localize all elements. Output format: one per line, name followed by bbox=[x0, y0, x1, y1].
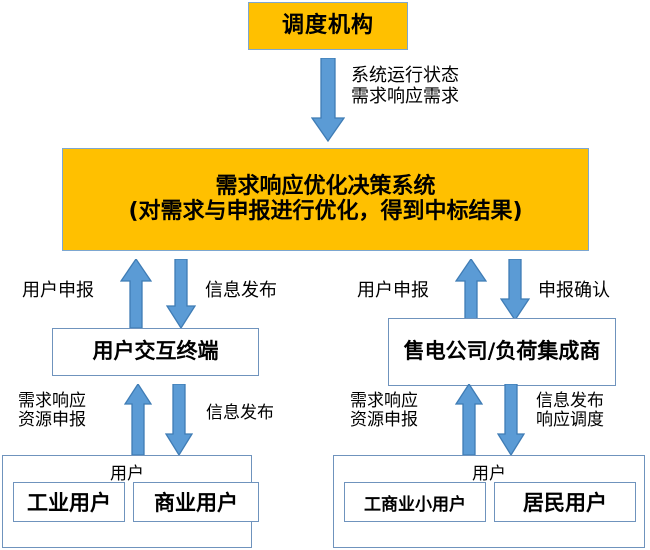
node-retailer-load-aggregator[interactable]: 售电公司/负荷集成商 bbox=[388, 318, 616, 386]
node-dr-optimization-system-line2: (对需求与申报进行优化，得到中标结果) bbox=[128, 198, 523, 224]
node-industrial-users-label: 工业用户 bbox=[27, 491, 111, 515]
arrow-terminal-to-usersL bbox=[165, 384, 193, 456]
node-dispatch-agency[interactable]: 调度机构 bbox=[248, 2, 408, 50]
edge-label-system-to-terminal: 信息发布 bbox=[205, 280, 277, 301]
edge-label-retailer-to-usersR: 信息发布 响应调度 bbox=[536, 391, 604, 431]
node-small-commercial-industrial-users[interactable]: 工商业小用户 bbox=[344, 482, 486, 522]
group-users-left[interactable]: 用户 工业用户 商业用户 bbox=[2, 455, 259, 548]
edge-label-usersR-to-retailer: 需求响应 资源申报 bbox=[350, 391, 418, 431]
node-small-commercial-industrial-users-label: 工商业小用户 bbox=[364, 494, 466, 515]
node-residential-users-label: 居民用户 bbox=[523, 491, 607, 515]
group-users-right-title: 用户 bbox=[472, 464, 506, 484]
arrow-usersR-to-retailer bbox=[455, 384, 483, 456]
edge-label-retailer-to-system: 用户申报 bbox=[357, 280, 429, 301]
edge-label-usersL-to-terminal: 需求响应 资源申报 bbox=[18, 391, 86, 431]
edge-label-terminal-to-usersL: 信息发布 bbox=[206, 403, 274, 423]
arrow-system-to-terminal bbox=[166, 259, 196, 329]
node-user-interaction-terminal[interactable]: 用户交互终端 bbox=[52, 328, 259, 376]
node-commercial-users[interactable]: 商业用户 bbox=[133, 482, 259, 522]
node-commercial-users-label: 商业用户 bbox=[154, 491, 238, 515]
node-user-interaction-terminal-label: 用户交互终端 bbox=[92, 339, 219, 364]
arrow-system-to-retailer bbox=[500, 259, 530, 321]
arrow-retailer-to-usersR bbox=[497, 384, 525, 456]
node-residential-users[interactable]: 居民用户 bbox=[494, 482, 636, 522]
arrow-retailer-to-system bbox=[455, 259, 487, 321]
group-users-left-title: 用户 bbox=[110, 464, 144, 484]
arrow-terminal-to-system bbox=[120, 259, 152, 329]
edge-label-dispatch-to-system: 系统运行状态 需求响应需求 bbox=[351, 65, 459, 107]
node-retailer-load-aggregator-label: 售电公司/负荷集成商 bbox=[403, 339, 601, 364]
node-industrial-users[interactable]: 工业用户 bbox=[13, 482, 125, 522]
group-users-right[interactable]: 用户 工商业小用户 居民用户 bbox=[333, 455, 645, 548]
arrow-usersL-to-terminal bbox=[124, 384, 152, 456]
node-dispatch-agency-label: 调度机构 bbox=[281, 12, 374, 38]
node-dr-optimization-system[interactable]: 需求响应优化决策系统 (对需求与申报进行优化，得到中标结果) bbox=[62, 148, 589, 251]
arrow-dispatch-to-system bbox=[311, 58, 345, 142]
node-dr-optimization-system-line1: 需求响应优化决策系统 bbox=[215, 173, 436, 199]
edge-label-terminal-to-system: 用户申报 bbox=[22, 280, 94, 301]
edge-label-system-to-retailer: 申报确认 bbox=[538, 280, 610, 301]
